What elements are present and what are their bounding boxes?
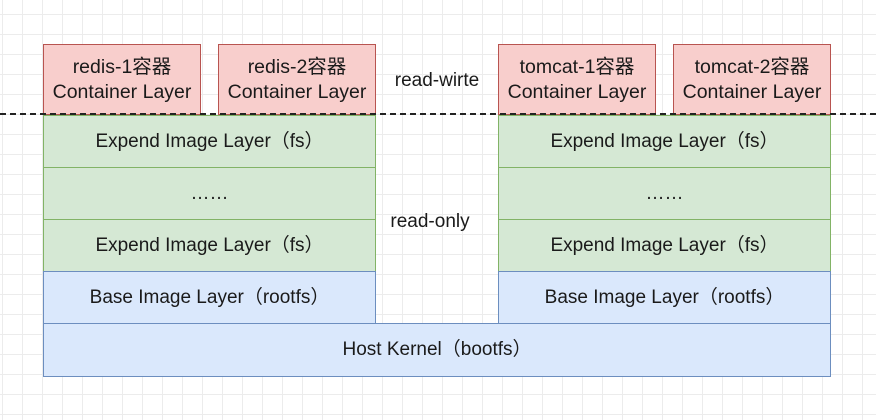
- host-kernel-layer: Host Kernel（bootfs）: [43, 323, 831, 377]
- right-expend-image-layer-bottom: Expend Image Layer（fs）: [498, 219, 831, 272]
- left-expend-image-layer-top: Expend Image Layer（fs）: [43, 115, 376, 168]
- left-expend-image-layer-ellipsis: ……: [43, 167, 376, 220]
- right-expend-image-layer-ellipsis: ……: [498, 167, 831, 220]
- right-base-image-layer: Base Image Layer（rootfs）: [498, 271, 831, 324]
- tomcat-2-container-layer: tomcat-2容器 Container Layer: [673, 44, 831, 115]
- tomcat-1-container-title: tomcat-1容器: [519, 56, 635, 79]
- tomcat-1-container-subtitle: Container Layer: [507, 80, 647, 103]
- read-write-label: read-wirte: [394, 70, 480, 91]
- redis-1-container-layer: redis-1容器 Container Layer: [43, 44, 201, 115]
- read-only-label: read-only: [390, 211, 470, 232]
- read-write-separator-line: [0, 113, 876, 115]
- left-base-image-layer: Base Image Layer（rootfs）: [43, 271, 376, 324]
- tomcat-1-container-layer: tomcat-1容器 Container Layer: [498, 44, 656, 115]
- left-expend-image-layer-bottom: Expend Image Layer（fs）: [43, 219, 376, 272]
- redis-2-container-title: redis-2容器: [247, 56, 347, 79]
- redis-2-container-subtitle: Container Layer: [227, 80, 367, 103]
- tomcat-2-container-title: tomcat-2容器: [694, 56, 810, 79]
- right-expend-image-layer-top: Expend Image Layer（fs）: [498, 115, 831, 168]
- tomcat-2-container-subtitle: Container Layer: [682, 80, 822, 103]
- redis-2-container-layer: redis-2容器 Container Layer: [218, 44, 376, 115]
- redis-1-container-title: redis-1容器: [72, 56, 172, 79]
- redis-1-container-subtitle: Container Layer: [52, 80, 192, 103]
